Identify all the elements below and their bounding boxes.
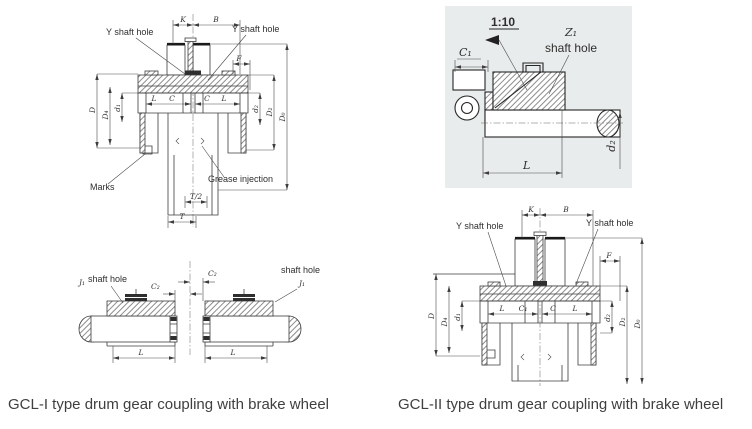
dim-label-L-left: L [138, 348, 144, 357]
left-half-coupling [78, 289, 178, 347]
hub-and-shaft [452, 62, 623, 138]
dim-label-C-left: C [169, 94, 175, 103]
dim-label-d2: d₂ [605, 140, 618, 151]
dim-label-T-half: T/2 [190, 192, 203, 201]
dim-label-C-right: C [204, 94, 210, 103]
j1-shaft-hole-drawing: J₁ shaft hole C₂ C₂ shaft hole J₁ L L [77, 261, 320, 363]
dimension-lines [110, 278, 298, 363]
dim-label-D2: D₂ [618, 317, 627, 327]
dim-label-C1: C₁ [459, 46, 472, 59]
taper-arrow [485, 35, 499, 45]
dim-label-L-right: L [221, 94, 227, 103]
dim-label-T: T [179, 212, 185, 221]
taper-ratio-label: 1:10 [491, 15, 515, 29]
gcl1-section-drawing: K B Y shaft hole Y shaft hole F L C C L … [88, 14, 289, 228]
dim-label-C1: C₁ [519, 304, 528, 313]
y-shaft-hole-right-label: Y shaft hole [232, 24, 279, 34]
dimension-lines [454, 28, 622, 178]
dim-label-L-right: L [230, 348, 236, 357]
dim-label-B: B [562, 205, 569, 214]
dim-label-B: B [212, 15, 219, 24]
dim-label-D0: D₀ [633, 319, 642, 329]
dim-label-L-right: L [572, 304, 578, 313]
grease-nipple-marks [175, 137, 205, 145]
dim-label-L: L [522, 159, 530, 172]
dimension-lines [434, 210, 644, 384]
dim-label-K: K [527, 205, 534, 214]
coupling-body [433, 273, 601, 382]
shaft-hole-label: shaft hole [545, 41, 597, 55]
dim-label-D2: D₂ [265, 107, 274, 117]
brake-drum [166, 37, 211, 76]
j1-left-label: J₁ [77, 278, 85, 287]
marks-label: Marks [90, 182, 115, 192]
dim-label-C: C [550, 304, 556, 313]
dim-label-L-left: L [499, 304, 505, 313]
grease-injection-label: Grease injection [208, 174, 273, 184]
dim-label-C2-right: C₂ [208, 269, 217, 278]
dim-label-D4: D₄ [440, 317, 449, 327]
dim-label-F: F [235, 54, 242, 63]
dim-label-d1: d₁ [113, 104, 122, 112]
y-shaft-hole-left-label: Y shaft hole [456, 221, 503, 231]
y-shaft-hole-left-label: Y shaft hole [106, 27, 153, 37]
gcl2-section-drawing: K B Y shaft hole Y shaft hole F L C₁ C L… [427, 205, 644, 386]
dim-label-D: D [427, 313, 436, 320]
j1-right-label: J₁ [297, 279, 305, 288]
brake-drum [514, 231, 566, 287]
dim-label-D: D [88, 107, 97, 114]
grease-nipple-marks [520, 353, 552, 361]
caption-gcl1: GCL-I type drum gear coupling with brake… [8, 396, 329, 413]
taper-detail-drawing: 1:10 C₁ Z₁ shaft hole L d₂ [445, 6, 632, 188]
dim-label-d1: d₁ [453, 313, 462, 321]
dim-label-C2-left: C₂ [151, 282, 160, 291]
dimension-lines [95, 20, 289, 228]
dim-label-D0: D₀ [278, 112, 287, 122]
dim-label-d2: d₂ [603, 314, 612, 322]
right-half-coupling [202, 289, 302, 347]
dim-label-Z1: Z₁ [564, 26, 577, 39]
caption-gcl2: GCL-II type drum gear coupling with brak… [398, 396, 724, 413]
shaft-hole-right-label: shaft hole [281, 265, 320, 275]
dim-label-d2: d₂ [251, 105, 260, 113]
shaft-hole-left-label: shaft hole [88, 274, 127, 284]
dim-label-L-left: L [151, 94, 157, 103]
dim-label-F: F [605, 251, 612, 260]
y-shaft-hole-right-label: Y shaft hole [586, 218, 633, 228]
dim-label-D4: D₄ [101, 110, 110, 120]
dim-label-K: K [179, 15, 186, 24]
